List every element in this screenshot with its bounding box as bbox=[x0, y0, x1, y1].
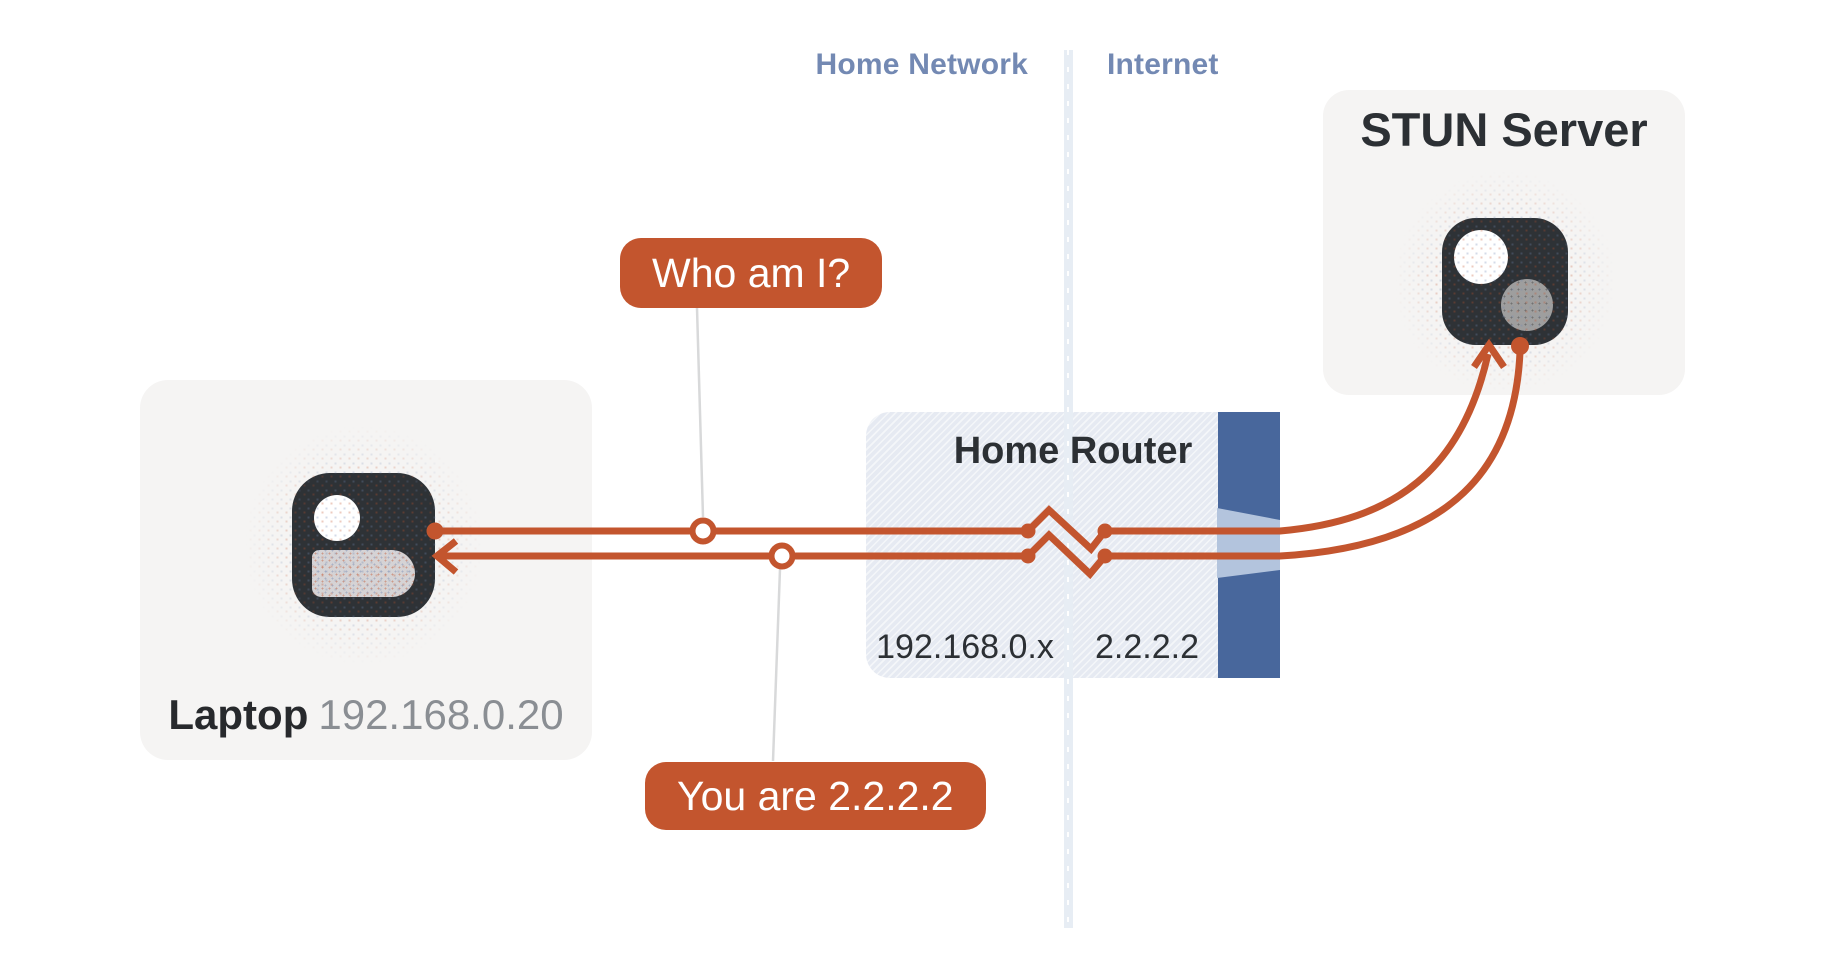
request-leader-line bbox=[695, 307, 705, 518]
network-boundary-divider bbox=[1064, 50, 1073, 928]
icon-body-shape bbox=[312, 550, 415, 597]
icon-gray-circle bbox=[1501, 279, 1553, 331]
router-wan-ip: 2.2.2.2 bbox=[1095, 628, 1199, 666]
laptop-ip: 192.168.0.20 bbox=[318, 691, 564, 738]
request-message-label: Who am I? bbox=[652, 249, 851, 296]
response-message-label: You are 2.2.2.2 bbox=[677, 772, 954, 819]
icon-head-circle bbox=[314, 495, 360, 541]
router-lan-ip: 192.168.0.x bbox=[876, 628, 1054, 666]
laptop-name: Laptop bbox=[168, 691, 309, 738]
request-annotation-ring bbox=[689, 517, 717, 545]
stun-server-icon bbox=[1442, 218, 1568, 345]
router-title: Home Router bbox=[953, 430, 1193, 472]
home-network-section-label: Home Network bbox=[815, 48, 1028, 81]
response-message-pill: You are 2.2.2.2 bbox=[645, 762, 986, 830]
response-annotation-ring bbox=[768, 542, 796, 570]
response-leader-line bbox=[771, 568, 782, 762]
stun-server-title: STUN Server bbox=[1360, 103, 1648, 156]
internet-section-label: Internet bbox=[1107, 48, 1219, 81]
laptop-user-icon bbox=[292, 473, 435, 617]
divider-dashes bbox=[1067, 50, 1069, 928]
icon-head-circle bbox=[1454, 230, 1508, 284]
request-message-pill: Who am I? bbox=[620, 238, 883, 308]
